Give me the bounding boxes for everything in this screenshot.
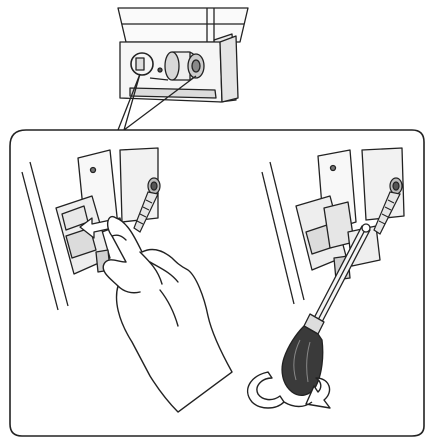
screw-icon-right xyxy=(373,177,403,235)
hand-pulling-icon xyxy=(102,215,233,413)
rotation-arrow-icon xyxy=(247,371,331,409)
callout-lines xyxy=(117,73,197,131)
screw-icon xyxy=(133,177,161,233)
magnified-detail-frame-icon xyxy=(9,129,425,437)
screwdriver-icon xyxy=(281,223,371,397)
right-detail-panel xyxy=(247,147,405,409)
left-detail-panel xyxy=(21,147,233,413)
range-hood-unit-icon xyxy=(117,7,249,103)
